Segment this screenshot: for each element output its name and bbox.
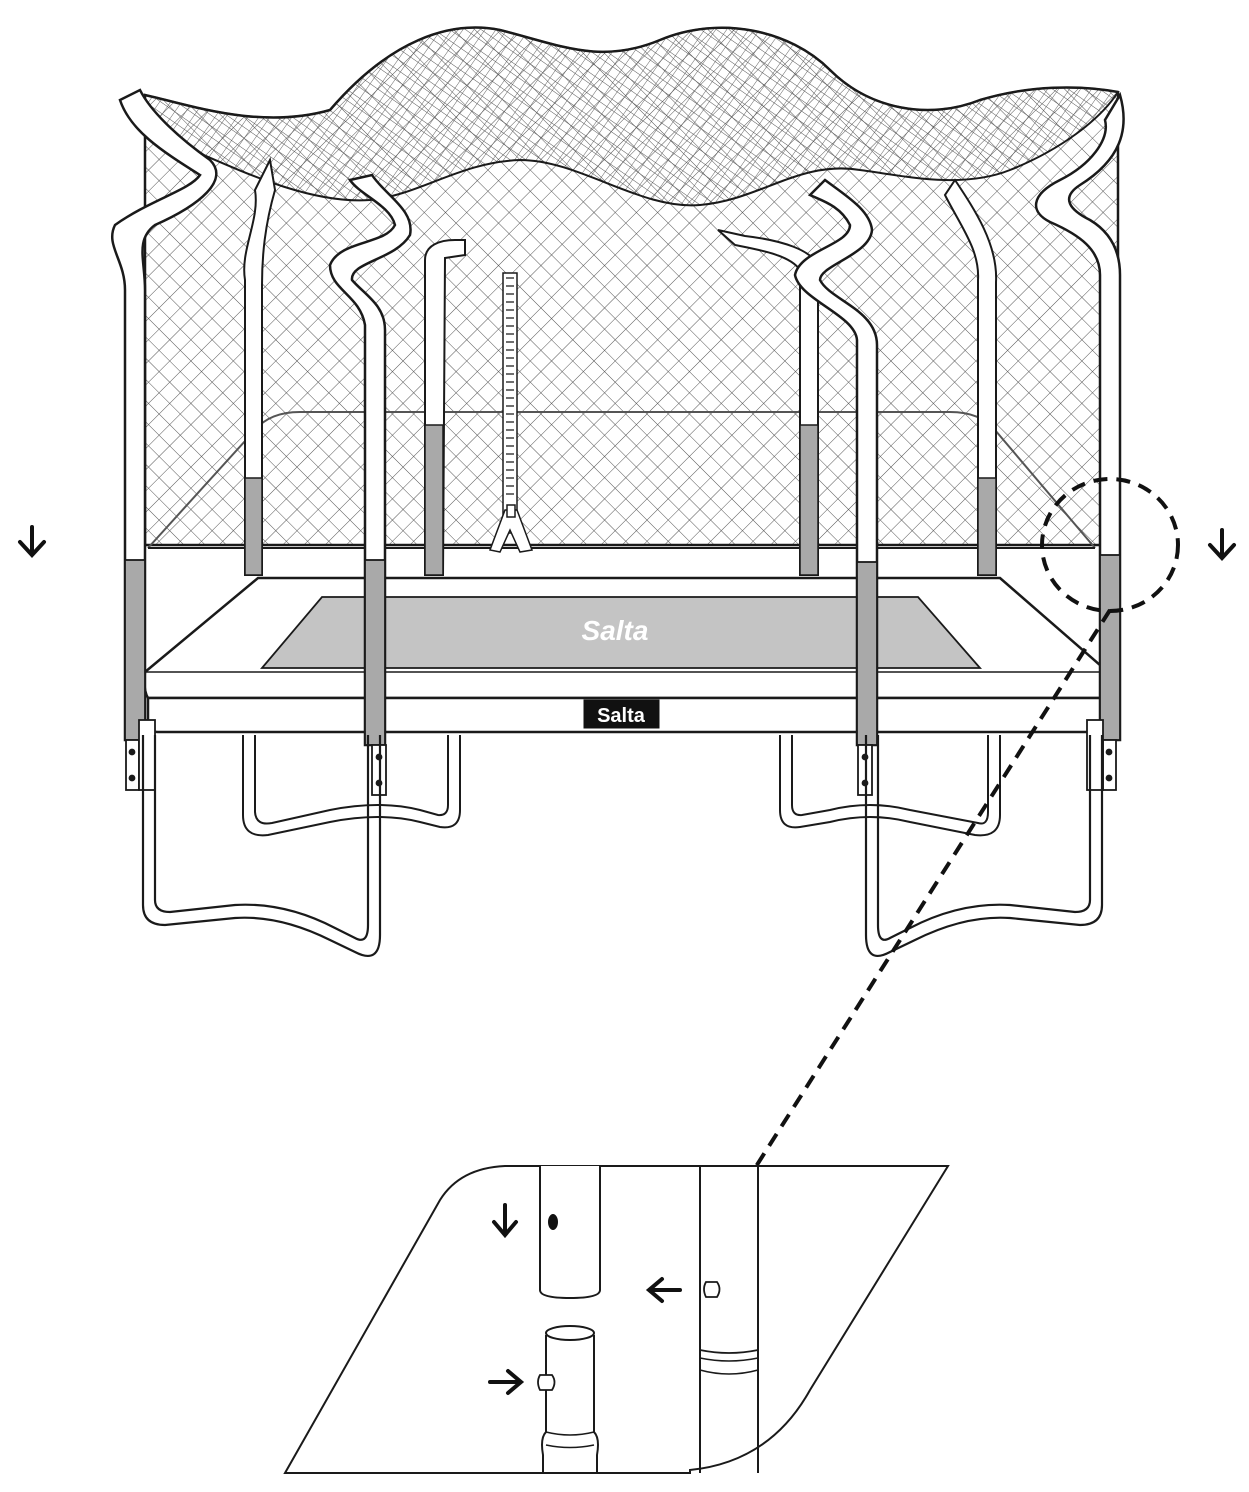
front-poles bbox=[110, 88, 1125, 747]
detail-callout bbox=[753, 477, 1180, 1170]
back-legs bbox=[242, 735, 1001, 837]
arrow-down-icon bbox=[1208, 528, 1236, 561]
arrow-left-icon bbox=[645, 1277, 682, 1303]
mat-logo: Salta bbox=[582, 615, 649, 646]
detail-inset bbox=[283, 1165, 950, 1474]
jumping-mat: Salta bbox=[260, 596, 982, 669]
enclosure-net bbox=[143, 26, 1120, 549]
upper-tube-section bbox=[539, 1166, 601, 1300]
arrow-down-icon bbox=[18, 525, 46, 558]
arrow-down-icon bbox=[492, 1203, 518, 1239]
front-legs bbox=[141, 735, 1104, 957]
lower-tube-section bbox=[537, 1325, 599, 1473]
assembled-tube bbox=[699, 1166, 759, 1473]
net-zipper bbox=[488, 272, 534, 553]
frame-logo: Salta bbox=[597, 705, 646, 727]
back-poles bbox=[243, 156, 998, 576]
frame-logo-badge: Salta bbox=[583, 699, 660, 729]
arrow-right-icon bbox=[488, 1369, 525, 1395]
